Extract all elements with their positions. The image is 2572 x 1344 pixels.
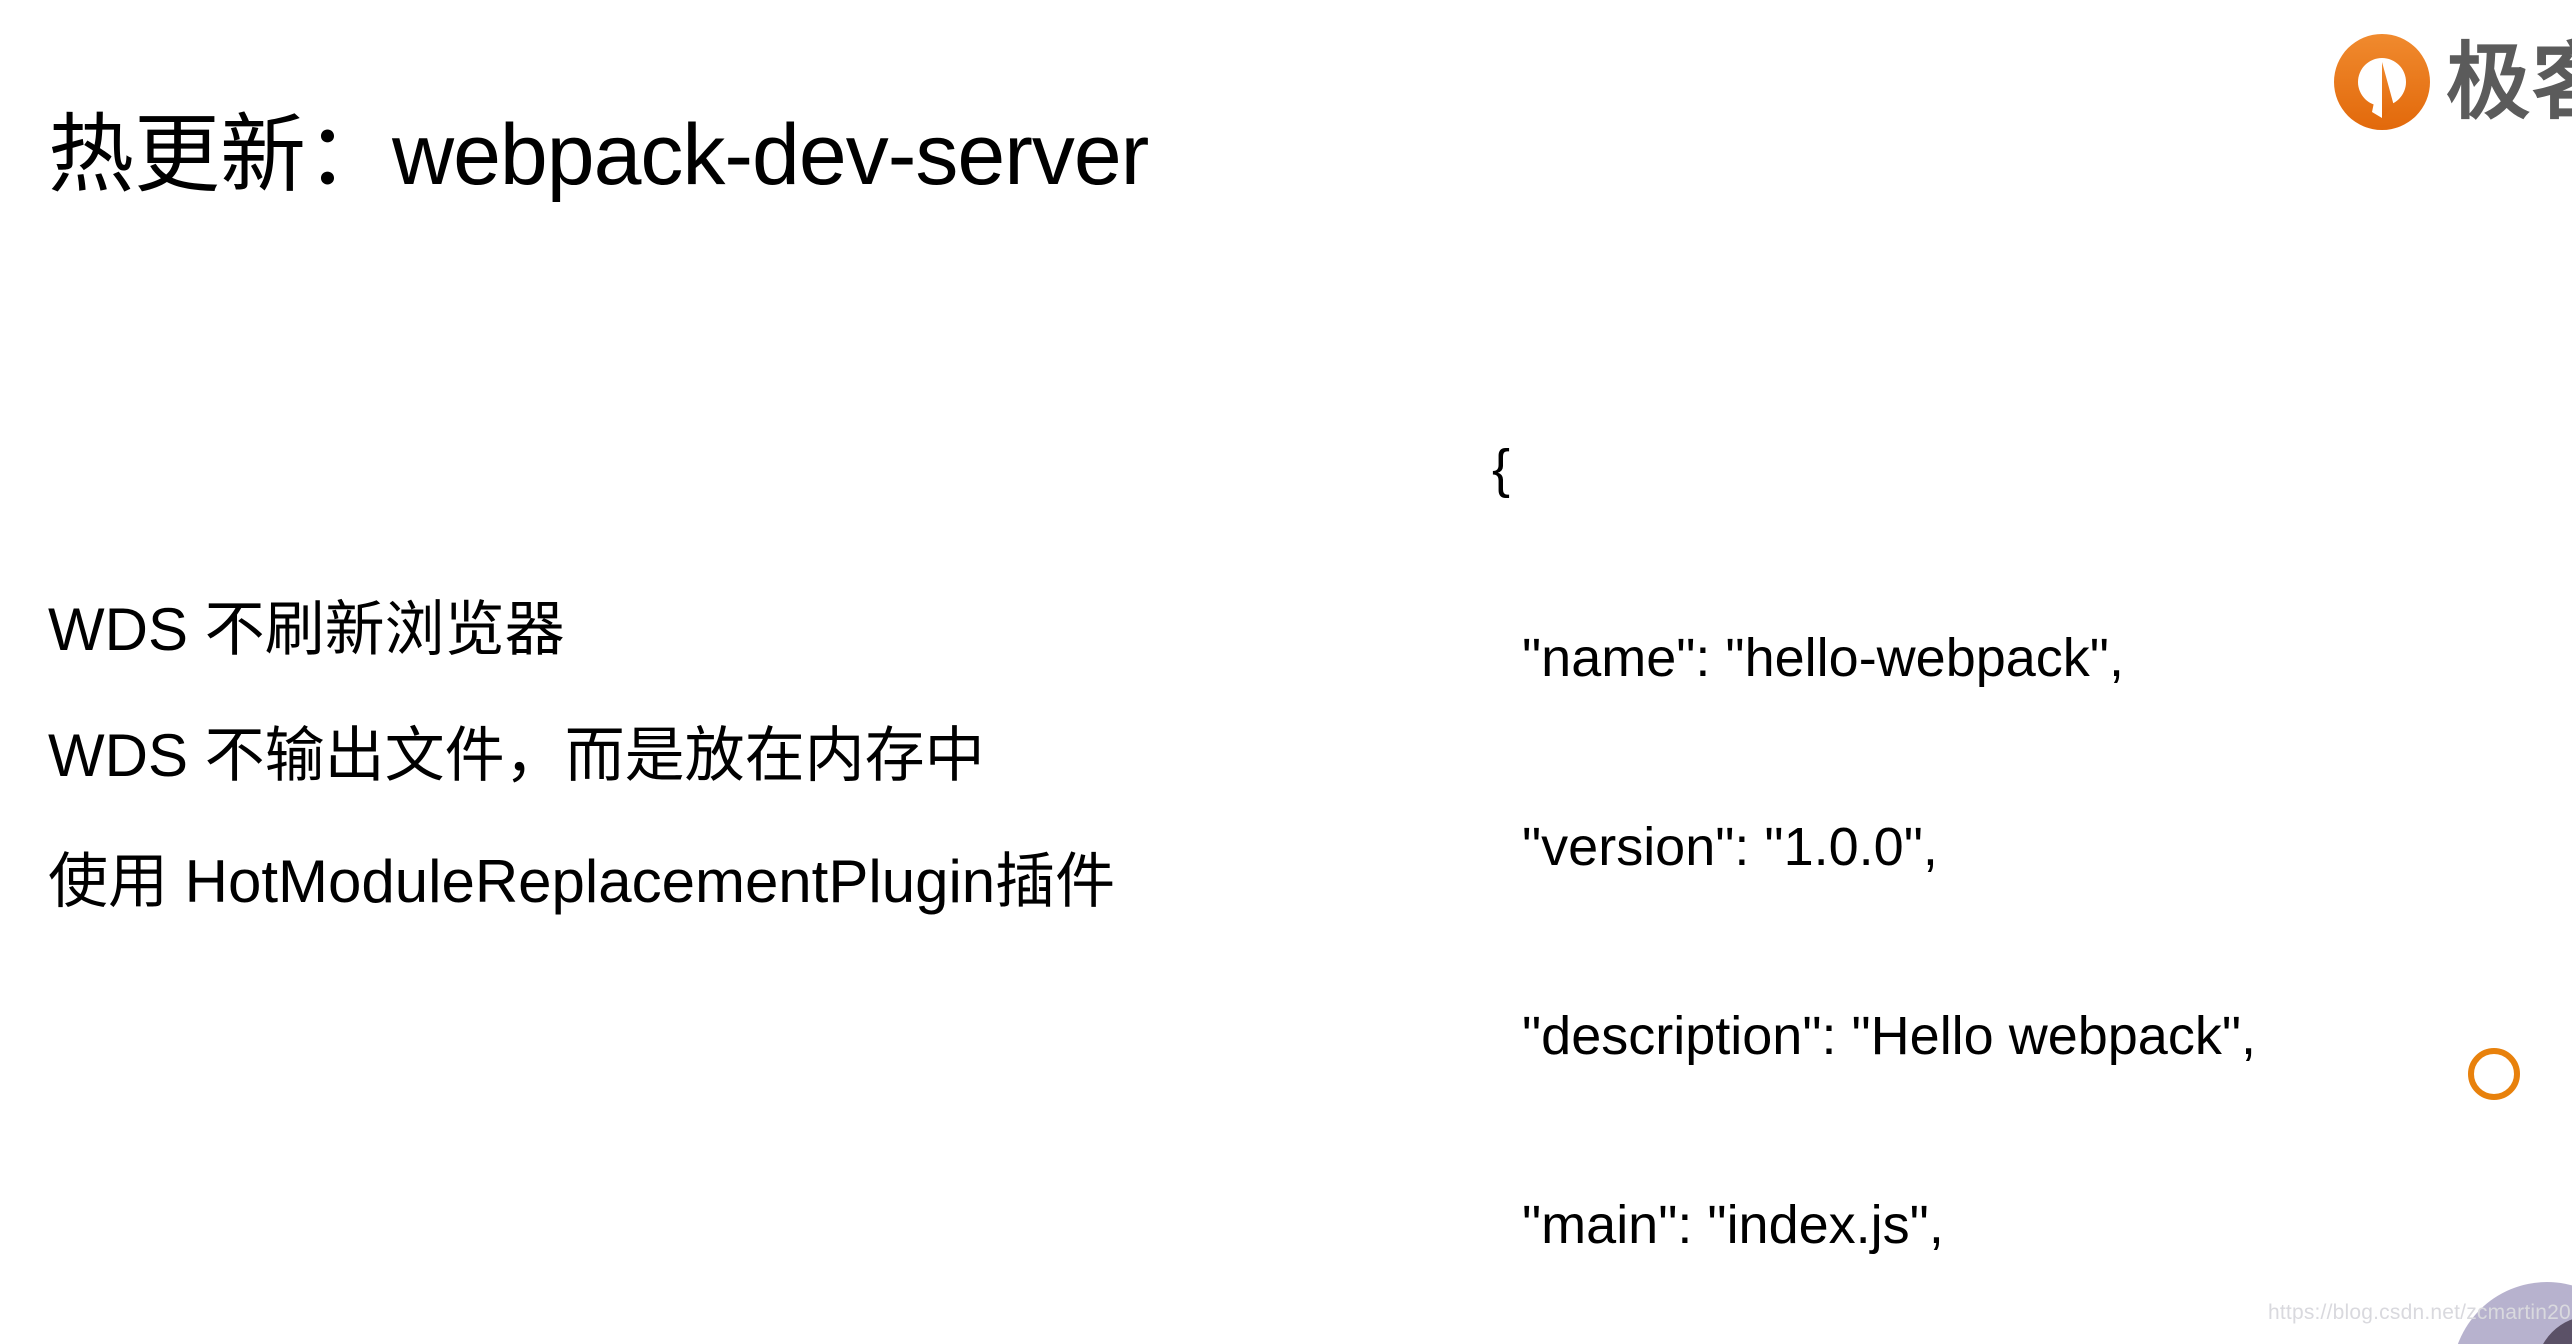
bullet-item: WDS 不输出文件，而是放在内存中 bbox=[48, 722, 985, 789]
page-title-cjk: 热更新： bbox=[48, 106, 392, 203]
page-title-latin: webpack-dev-server bbox=[392, 106, 1149, 203]
code-line: "version": "1.0.0", bbox=[1492, 817, 1938, 877]
code-line: "main": "index.js", bbox=[1492, 1195, 1944, 1255]
code-line: "name": "hello-webpack", bbox=[1492, 628, 2124, 688]
brand-name: 极客 bbox=[2446, 35, 2572, 129]
orange-ring-decoration-icon bbox=[2468, 1048, 2520, 1100]
code-line: { bbox=[1492, 439, 1511, 499]
code-block: { "name": "hello-webpack", "version": "1… bbox=[1492, 312, 2403, 1344]
page-title: 热更新：webpack-dev-server bbox=[48, 106, 1149, 205]
watermark-url: https://blog.csdn.net/zcmartin2014214283 bbox=[2268, 1301, 2572, 1324]
brand-logo: 极客 bbox=[2332, 32, 2572, 132]
code-line: "description": "Hello webpack", bbox=[1492, 1006, 2257, 1066]
bullet-item: WDS 不刷新浏览器 bbox=[48, 596, 565, 663]
geektime-circle-arrow-logo-icon bbox=[2334, 34, 2430, 130]
bullet-item: 使用 HotModuleReplacementPlugin插件 bbox=[48, 848, 1116, 915]
bullet-list: WDS 不刷新浏览器 WDS 不输出文件，而是放在内存中 使用 HotModul… bbox=[48, 600, 1428, 912]
